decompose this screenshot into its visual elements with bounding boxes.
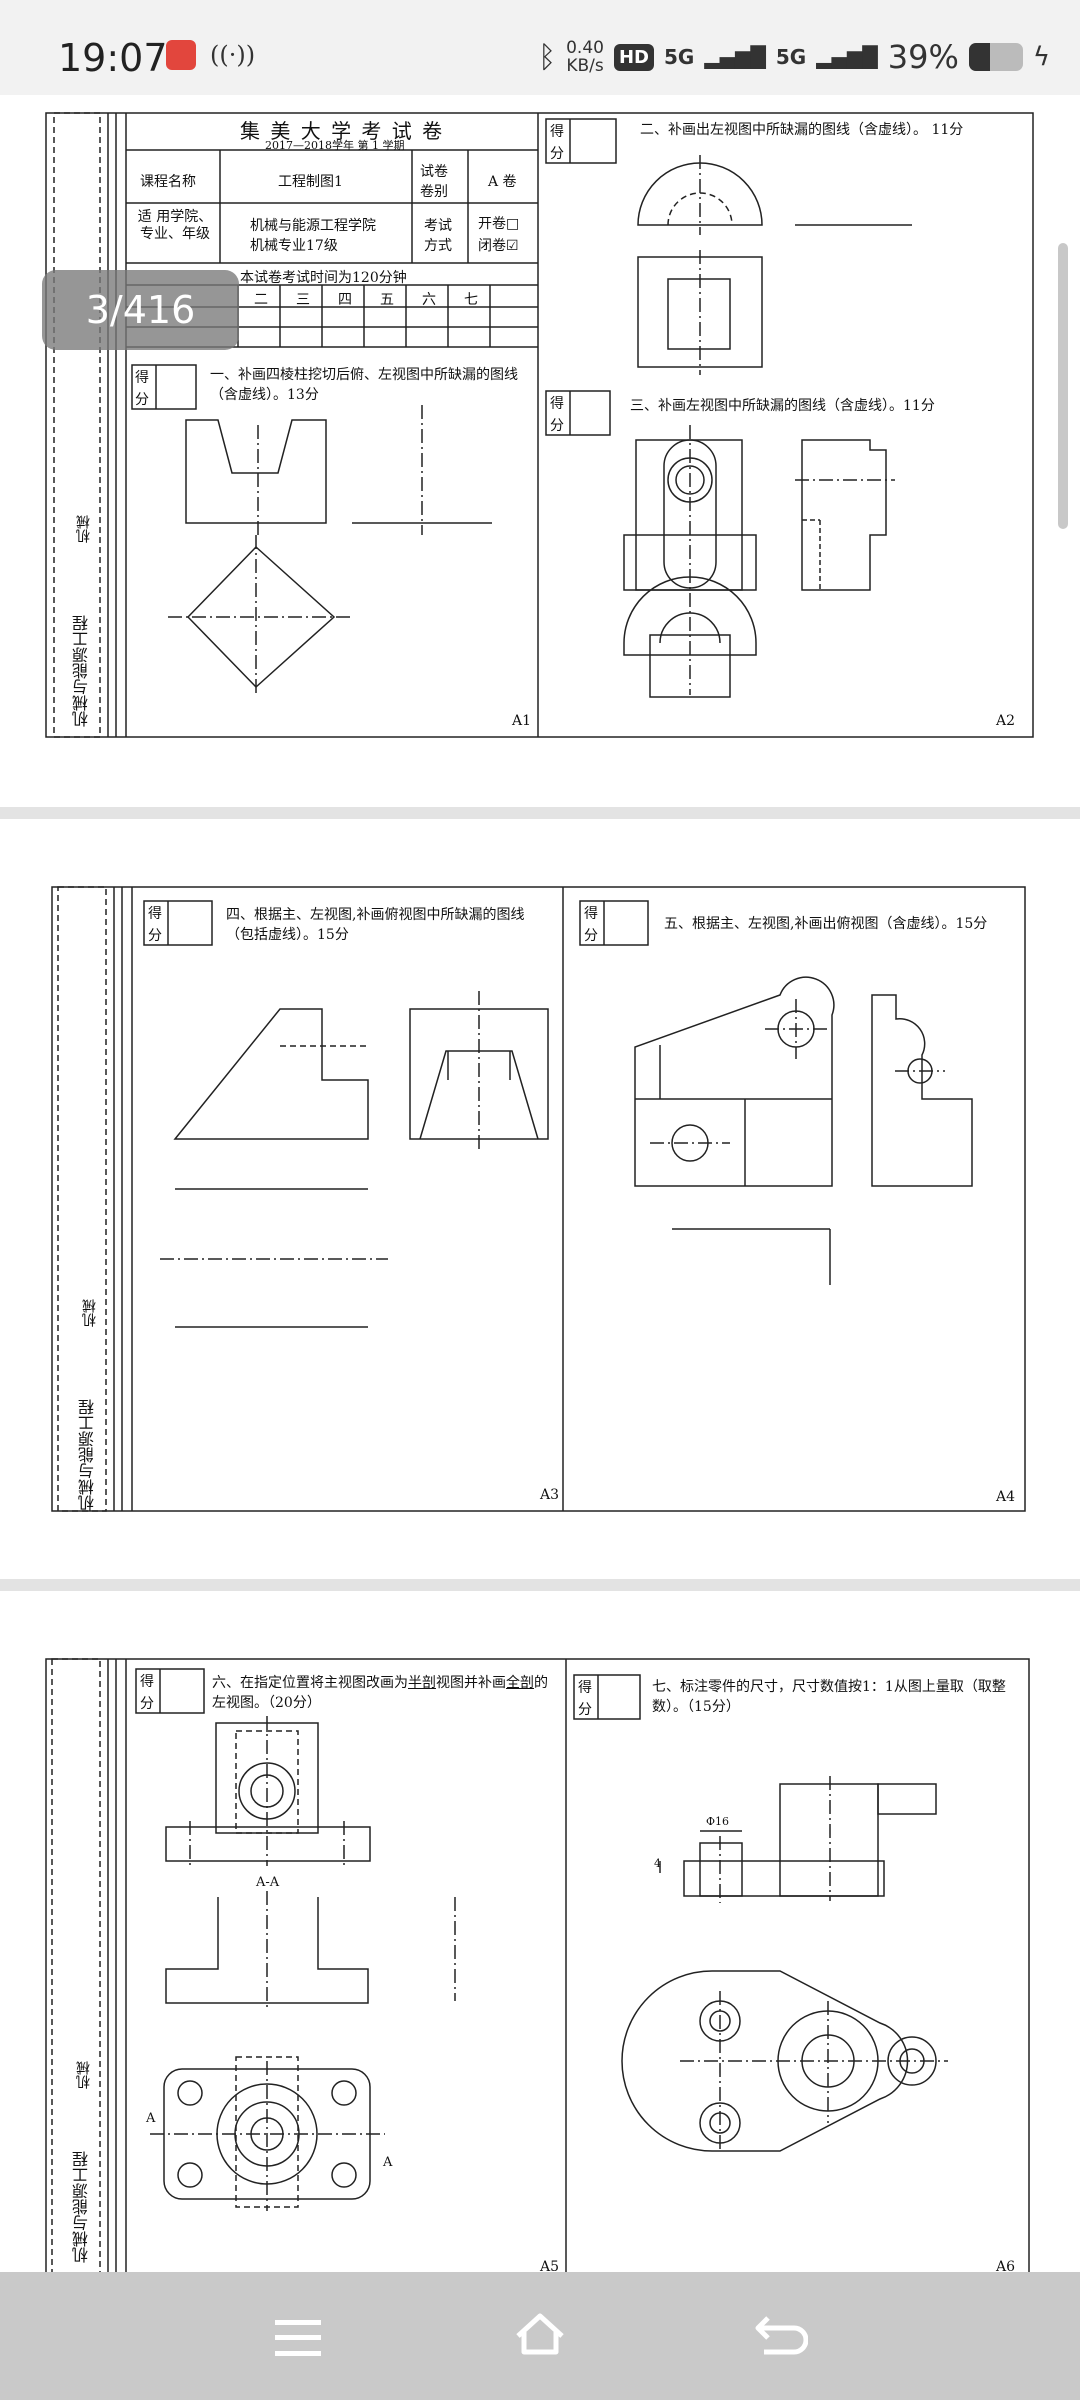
section-label-a: A bbox=[146, 2111, 156, 2126]
page-separator bbox=[0, 1579, 1080, 1591]
section-label-aa: A-A bbox=[256, 1875, 280, 1890]
score-label: 得 bbox=[550, 396, 564, 412]
dimension-diameter: Φ16 bbox=[706, 1815, 730, 1828]
col-5: 五 bbox=[380, 292, 394, 308]
score-label: 分 bbox=[578, 1702, 592, 1718]
exam-year: 2017—2018学年 第 1 学期 bbox=[265, 139, 405, 152]
score-label: 得 bbox=[578, 1680, 592, 1696]
apply-label: 适 用学院、专业、年级 bbox=[137, 209, 213, 242]
page-label-a1: A1 bbox=[512, 713, 532, 729]
question-1: 一、补画四棱柱挖切后俯、左视图中所缺漏的图线（含虚线）。13分 bbox=[210, 367, 518, 403]
score-label: 得 bbox=[148, 906, 162, 922]
col-6: 六 bbox=[422, 292, 436, 308]
page-label-a6: A6 bbox=[996, 2259, 1016, 2275]
scrollbar-thumb[interactable] bbox=[1058, 243, 1068, 529]
page3-drawing bbox=[45, 1658, 1030, 2272]
method-label: 考试方式 bbox=[424, 218, 452, 254]
document-page-1[interactable]: 集 美 大 学 考 试 卷 2017—2018学年 第 1 学期 课程名称 工程… bbox=[0, 95, 1080, 807]
side-dept: 机械 bbox=[76, 515, 92, 543]
page-separator bbox=[0, 807, 1080, 819]
hotspot-icon: ((·)) bbox=[210, 41, 256, 69]
clock: 19:07 bbox=[58, 36, 168, 80]
bluetooth-icon: ᛒ bbox=[538, 39, 557, 75]
score-label: 得 bbox=[135, 370, 149, 386]
side-major: 机械与能源工程 bbox=[72, 615, 91, 727]
battery-percent: 39% bbox=[887, 38, 959, 76]
side-dept: 机械 bbox=[76, 2061, 92, 2089]
score-label: 得 bbox=[584, 906, 598, 922]
course-name: 工程制图1 bbox=[278, 174, 343, 190]
closed-book: 闭卷☑ bbox=[478, 238, 519, 254]
navigation-bar bbox=[0, 2272, 1080, 2400]
signal-icon-1: 5G bbox=[663, 45, 695, 69]
page-label-a2: A2 bbox=[996, 713, 1016, 729]
score-label: 分 bbox=[550, 146, 564, 162]
score-label: 分 bbox=[584, 928, 598, 944]
score-label: 分 bbox=[148, 928, 162, 944]
battery-icon bbox=[968, 43, 1023, 71]
question-5: 五、根据主、左视图,补画出俯视图（含虚线）。15分 bbox=[664, 916, 988, 932]
document-page-3[interactable]: 得 分 得 分 六、在指定位置将主视图改画为半剖视图并补画全剖的左视图。（20分… bbox=[0, 1591, 1080, 2275]
course-label: 课程名称 bbox=[140, 174, 196, 190]
question-3: 三、补画左视图中所缺漏的图线（含虚线）。11分 bbox=[630, 398, 935, 414]
notification-icons: ((·)) bbox=[166, 40, 255, 70]
question-6: 六、在指定位置将主视图改画为半剖视图并补画全剖的左视图。（20分） bbox=[212, 1675, 548, 1711]
score-label: 分 bbox=[135, 392, 149, 408]
paper-label: 试卷卷别 bbox=[420, 164, 448, 200]
section-label-a: A bbox=[383, 2155, 393, 2170]
question-7: 七、标注零件的尺寸，尺寸数值按1：1从图上量取（取整数）。（15分） bbox=[652, 1679, 1006, 1715]
calendar-icon bbox=[166, 40, 196, 70]
side-major: 机械与能源工程 bbox=[78, 1399, 97, 1511]
page-label-a5: A5 bbox=[540, 2259, 560, 2275]
question-4: 四、根据主、左视图,补画俯视图中所缺漏的图线（包括虚线）。15分 bbox=[226, 907, 525, 943]
col-3: 三 bbox=[296, 292, 310, 308]
document-page-2[interactable]: 得 分 得 分 四、根据主、左视图,补画俯视图中所缺漏的图线（包括虚线）。15分… bbox=[0, 819, 1080, 1579]
question-2: 二、补画出左视图中所缺漏的图线（含虚线）。 11分 bbox=[640, 122, 964, 138]
paper-type: A 卷 bbox=[488, 174, 517, 190]
col-4: 四 bbox=[338, 292, 352, 308]
page1-drawing bbox=[45, 112, 1034, 738]
col-7: 七 bbox=[464, 292, 478, 308]
page-counter: 3/416 bbox=[42, 270, 239, 350]
exam-title: 集 美 大 学 考 试 卷 bbox=[240, 119, 445, 143]
side-major: 机械与能源工程 bbox=[72, 2151, 91, 2263]
exam-time-note: 本试卷考试时间为120分钟 bbox=[240, 270, 407, 286]
back-icon[interactable] bbox=[754, 2312, 808, 2358]
charging-icon: ϟ bbox=[1032, 42, 1050, 72]
score-label: 分 bbox=[550, 418, 564, 434]
apply-college: 机械与能源工程学院 bbox=[250, 218, 376, 234]
apply-major: 机械专业17级 bbox=[250, 238, 338, 254]
score-label: 得 bbox=[550, 124, 564, 140]
hd-icon: HD bbox=[613, 43, 654, 71]
open-book: 开卷□ bbox=[478, 216, 520, 232]
page-label-a3: A3 bbox=[540, 1487, 560, 1503]
score-label: 分 bbox=[140, 1696, 154, 1712]
dimension-height: 4 bbox=[654, 1857, 661, 1870]
signal-icon-2: 5G bbox=[775, 45, 807, 69]
home-icon[interactable] bbox=[512, 2308, 568, 2358]
page-label-a4: A4 bbox=[996, 1489, 1016, 1505]
side-dept: 机械 bbox=[82, 1299, 98, 1327]
col-2: 二 bbox=[254, 292, 268, 308]
menu-icon[interactable] bbox=[275, 2320, 321, 2356]
score-label: 得 bbox=[140, 1674, 154, 1690]
page2-drawing bbox=[51, 886, 1026, 1512]
